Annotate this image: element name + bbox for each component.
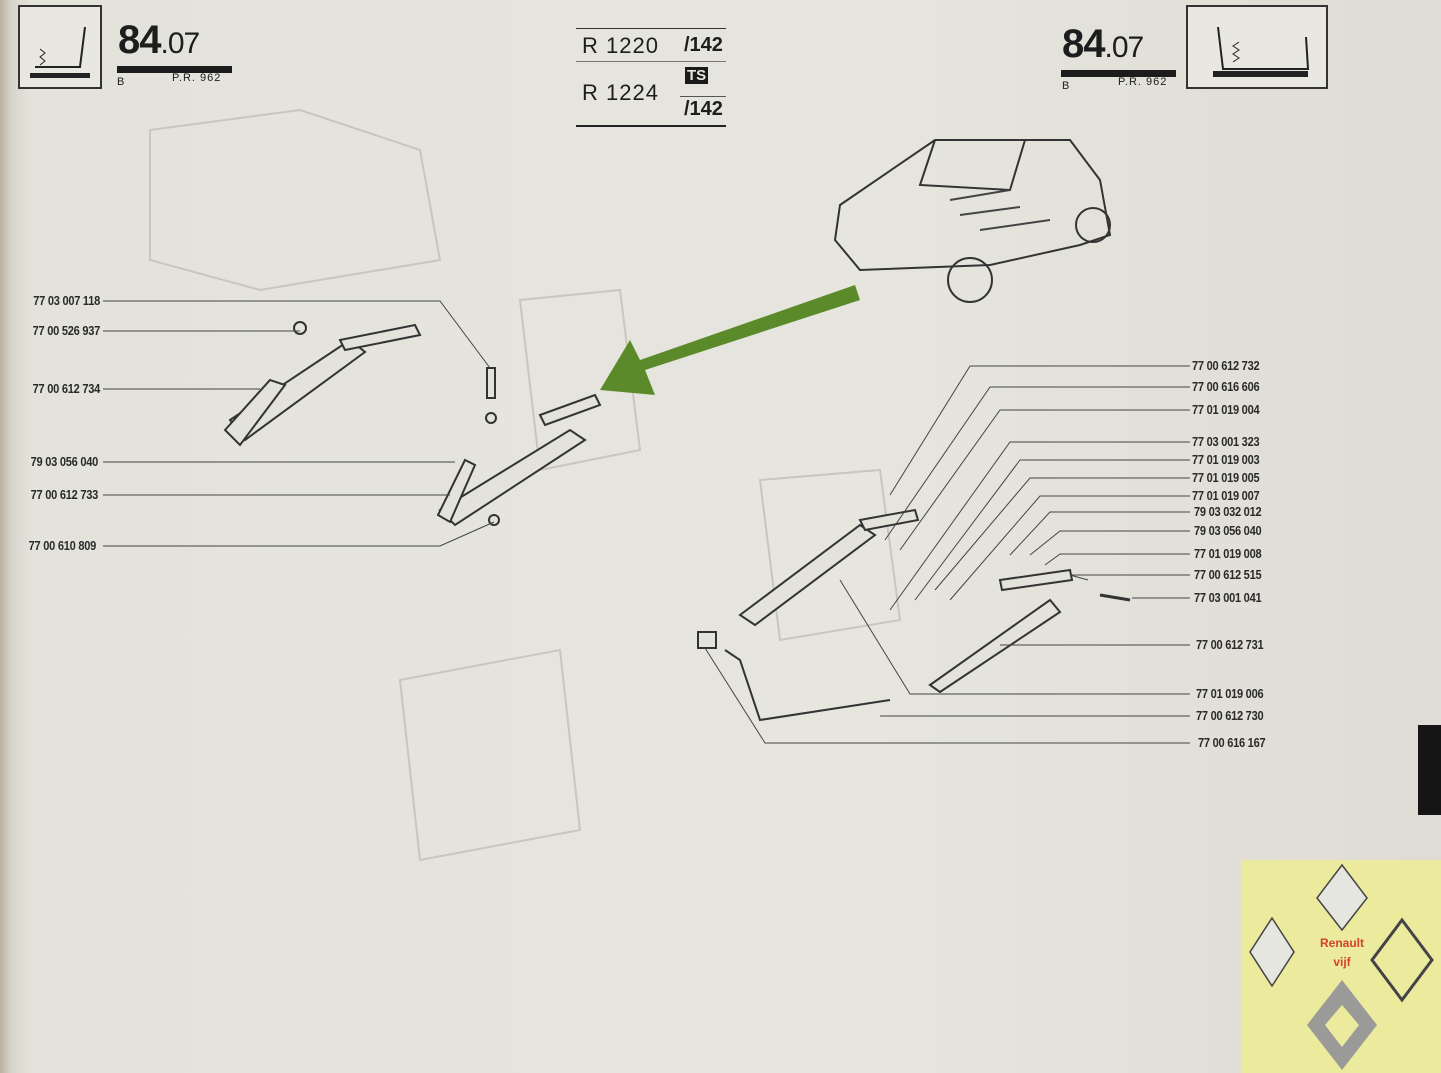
part-number-label: 77 01 019 005 — [1192, 470, 1260, 485]
model-code: R 1220 — [582, 33, 659, 58]
seat-section-icon — [18, 5, 102, 89]
part-number-label: 77 00 612 731 — [1196, 637, 1264, 652]
part-number-label: 77 01 019 003 — [1192, 452, 1260, 467]
part-number-label: 79 03 056 040 — [1194, 523, 1262, 538]
page-letter-right: B — [1062, 80, 1071, 92]
model-variant: /142 — [684, 34, 723, 56]
part-number-label: 77 00 526 937 — [32, 323, 101, 338]
pr-code-left: P.R. 962 — [172, 72, 222, 84]
page-letter-left: B — [117, 76, 126, 88]
part-number-label: 77 00 610 809 — [28, 538, 97, 553]
part-number-label: 77 03 001 041 — [1194, 590, 1262, 605]
logo-text-line1: Renault — [1319, 936, 1364, 950]
part-number-label: 77 01 019 006 — [1196, 686, 1264, 701]
pr-code-right: P.R. 962 — [1118, 76, 1168, 88]
seat-rail-right — [697, 508, 1131, 722]
section-number-right: 84.07 — [1062, 22, 1144, 66]
seat-rail-left-lower — [436, 367, 602, 527]
seat-rail-left-upper — [223, 321, 422, 447]
model-table: R 1220 /142 TS R 1224 /142 — [576, 28, 726, 128]
part-number-label: 79 03 032 012 — [1194, 504, 1262, 519]
part-number-label: 77 01 019 004 — [1192, 402, 1260, 417]
part-number-label: 77 03 007 118 — [33, 293, 100, 308]
ts-badge: TS — [685, 67, 709, 84]
part-number-label: 79 03 056 040 — [30, 454, 99, 469]
part-number-label: 77 00 612 730 — [1196, 708, 1264, 723]
part-number-label: 77 00 612 515 — [1194, 567, 1262, 582]
part-number-label: 77 01 019 008 — [1194, 546, 1262, 561]
seat-section-icon — [1186, 5, 1328, 89]
renault-vijf-logo: Renault vijf — [1242, 860, 1441, 1073]
pointer-arrow — [600, 285, 860, 395]
model-variant: /142 — [684, 98, 723, 120]
section-number-left: 84.07 — [118, 18, 200, 62]
header-bar-right — [1061, 70, 1176, 77]
background-faded-drawing — [149, 108, 902, 862]
part-number-label: 77 03 001 323 — [1192, 434, 1260, 449]
part-number-label: 77 01 019 007 — [1192, 488, 1260, 503]
part-number-label: 77 00 612 734 — [32, 381, 101, 396]
part-number-label: 77 00 612 732 — [1192, 358, 1260, 373]
part-number-label: 77 00 616 167 — [1198, 735, 1266, 750]
model-code: R 1224 — [582, 80, 659, 105]
header-bar-left — [117, 66, 232, 73]
part-number-label: 77 00 616 606 — [1192, 379, 1260, 394]
car-illustration — [833, 139, 1112, 303]
leader-lines — [103, 300, 1190, 744]
logo-text-line2: vijf — [1333, 955, 1351, 969]
section-thumb-tab — [1418, 725, 1441, 815]
part-number-label: 77 00 612 733 — [30, 487, 99, 502]
